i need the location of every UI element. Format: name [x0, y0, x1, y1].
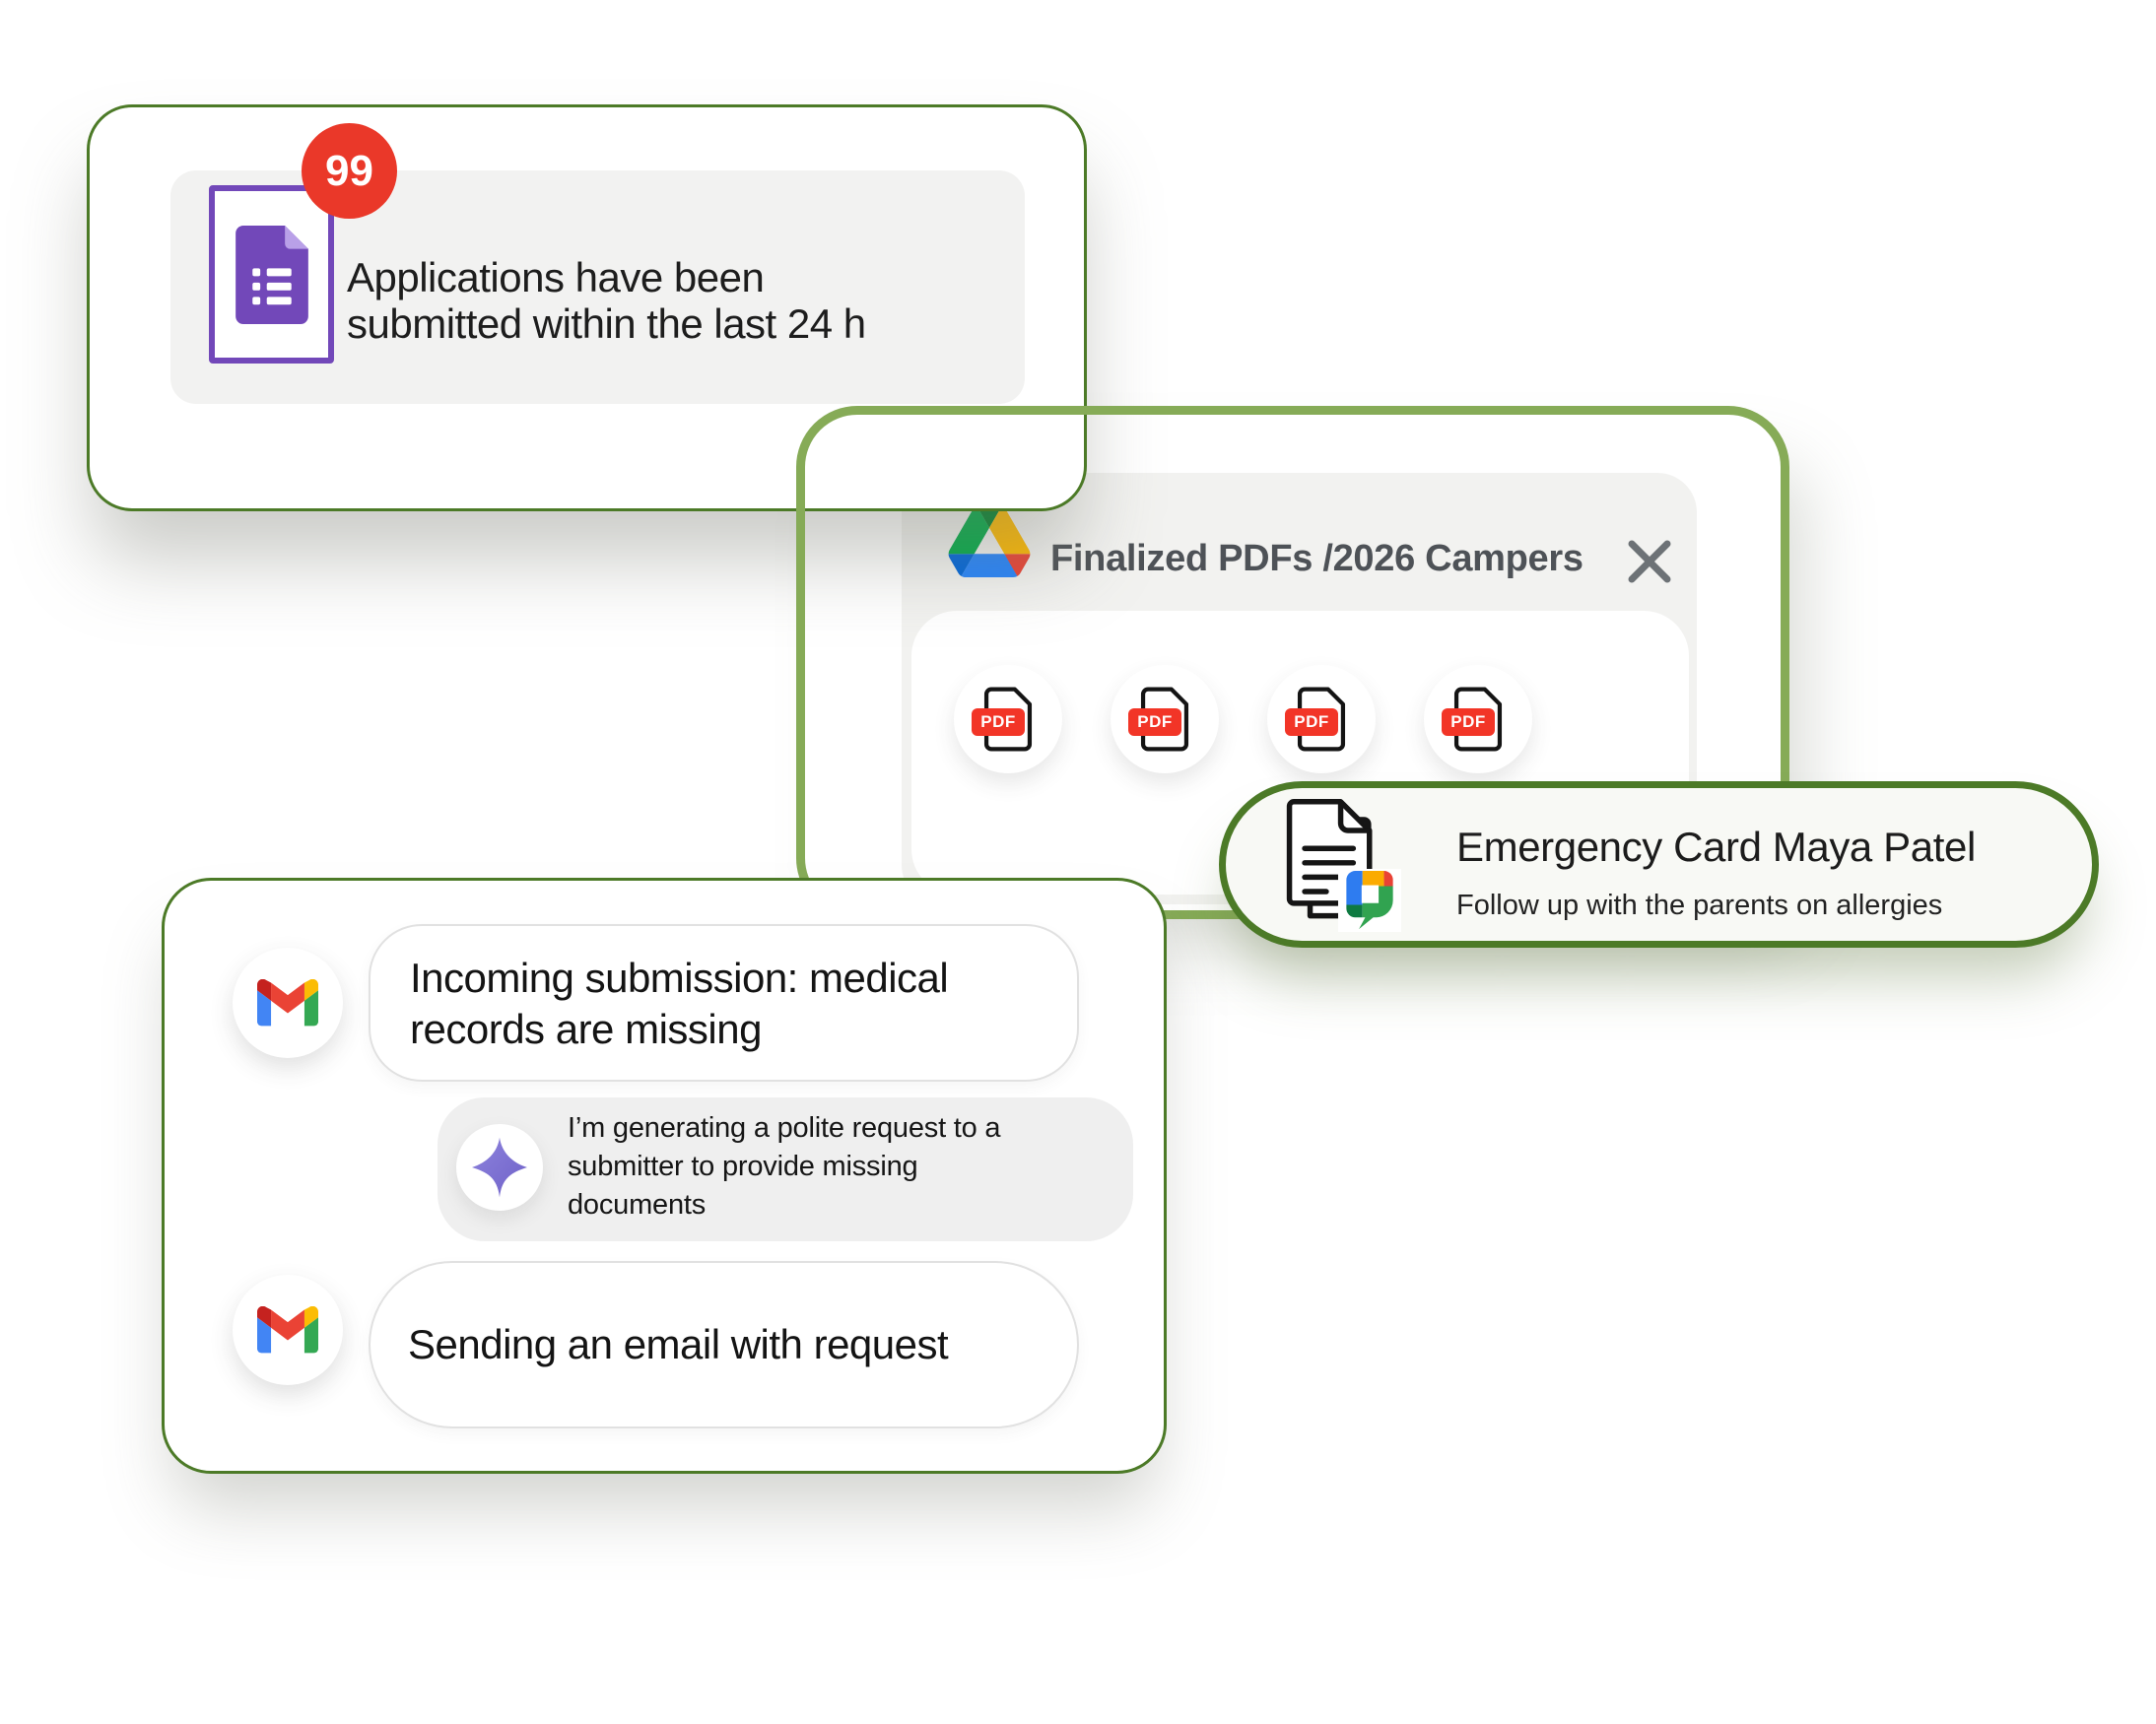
- emergency-card-title: Emergency Card Maya Patel: [1456, 824, 1976, 870]
- pdf-file-icon: PDF: [972, 685, 1035, 754]
- ai-message-bubble: [438, 1097, 1133, 1241]
- pdf-badge: PDF: [972, 708, 1025, 736]
- pdf-file-2[interactable]: PDF: [1111, 665, 1219, 773]
- message-line: Applications have been: [347, 254, 765, 300]
- forms-notification-message: Applications have been submitted within …: [347, 254, 997, 347]
- pdf-file-3[interactable]: PDF: [1267, 665, 1376, 773]
- gmail-avatar: [233, 1275, 343, 1385]
- pdf-badge: PDF: [1128, 708, 1181, 736]
- message-line: documents: [568, 1189, 707, 1221]
- message-line: submitted within the last 24 h: [347, 300, 866, 347]
- drive-folder-title: Finalized PDFs /2026 Campers: [1050, 538, 1583, 579]
- emergency-card-subtitle: Follow up with the parents on allergies: [1456, 890, 1943, 921]
- notification-count-badge: 99: [302, 123, 397, 219]
- gmail-avatar: [233, 948, 343, 1058]
- ai-message-text: I’m generating a polite request to a sub…: [568, 1109, 1119, 1225]
- pdf-file-4[interactable]: PDF: [1424, 665, 1532, 773]
- incoming-message-bubble: Incoming submission: medical records are…: [369, 924, 1079, 1082]
- pdf-badge: PDF: [1442, 708, 1495, 736]
- gemini-sparkle-icon: [472, 1137, 527, 1198]
- google-drive-icon: [948, 504, 1031, 577]
- message-line: records are missing: [410, 1006, 762, 1052]
- pdf-file-icon: PDF: [1285, 685, 1348, 754]
- outgoing-message-bubble: Sending an email with request: [369, 1261, 1079, 1428]
- message-line: I’m generating a polite request to a: [568, 1112, 1001, 1144]
- pdf-file-icon: PDF: [1128, 685, 1191, 754]
- close-icon[interactable]: [1624, 536, 1675, 587]
- pdf-file-1[interactable]: PDF: [954, 665, 1062, 773]
- gemini-avatar: [456, 1124, 543, 1211]
- message-line: Incoming submission: medical: [410, 955, 949, 1001]
- pdf-badge: PDF: [1285, 708, 1338, 736]
- google-chat-icon: [1338, 869, 1401, 932]
- gmail-icon: [257, 1306, 318, 1354]
- message-line: submitter to provide missing: [568, 1151, 918, 1182]
- message-line: Sending an email with request: [408, 1321, 949, 1367]
- google-forms-icon: [209, 185, 334, 364]
- gmail-icon: [257, 979, 318, 1027]
- pdf-file-icon: PDF: [1442, 685, 1505, 754]
